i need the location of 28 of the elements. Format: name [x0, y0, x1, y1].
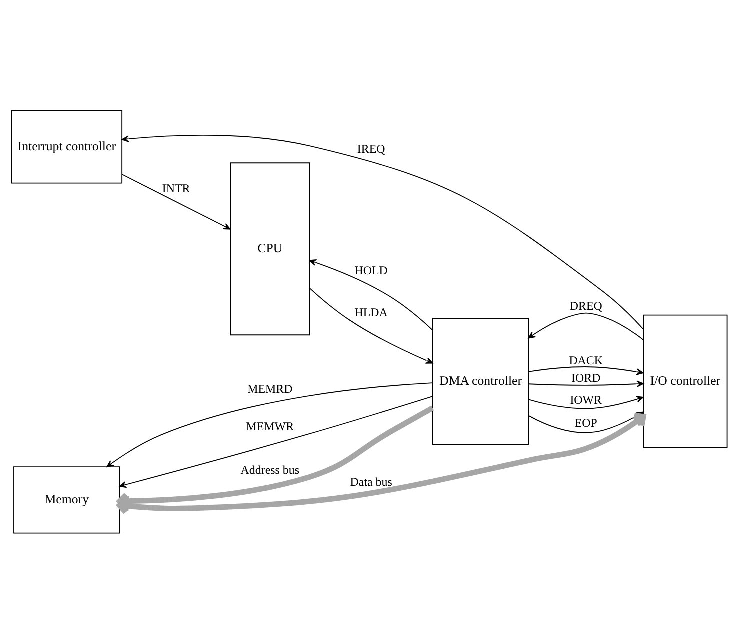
edge-label: Address bus [240, 462, 300, 477]
edge-label: IOWR [570, 393, 602, 407]
edge-label: MEMWR [246, 420, 294, 434]
arrow [122, 174, 231, 230]
edge-label: IREQ [357, 142, 386, 156]
node-box: CPU [230, 162, 310, 336]
node-box: Interrupt controller [11, 110, 123, 184]
edge-label: IORD [572, 370, 601, 385]
edge-label: DREQ [570, 299, 602, 314]
edge-label: EOP [574, 416, 598, 430]
arrow [528, 312, 644, 341]
node-box: I/O controller [643, 314, 728, 448]
arrow [119, 396, 434, 488]
arrow [528, 366, 644, 376]
arrow [528, 380, 644, 388]
arrow [528, 396, 644, 410]
node-box: DMA controller [432, 318, 530, 446]
arrow [122, 134, 644, 330]
arrow [309, 260, 434, 331]
arrow [106, 382, 434, 468]
edge-label: DACK [569, 353, 604, 368]
edge-label: INTR [162, 181, 190, 196]
edge-label: HLDA [354, 306, 388, 320]
node-box: Memory [14, 466, 120, 534]
edge-label: Data bus [350, 474, 392, 489]
edge-label: HOLD [354, 263, 388, 278]
arrow [309, 288, 434, 364]
edge-label: MEMRD [248, 382, 293, 396]
